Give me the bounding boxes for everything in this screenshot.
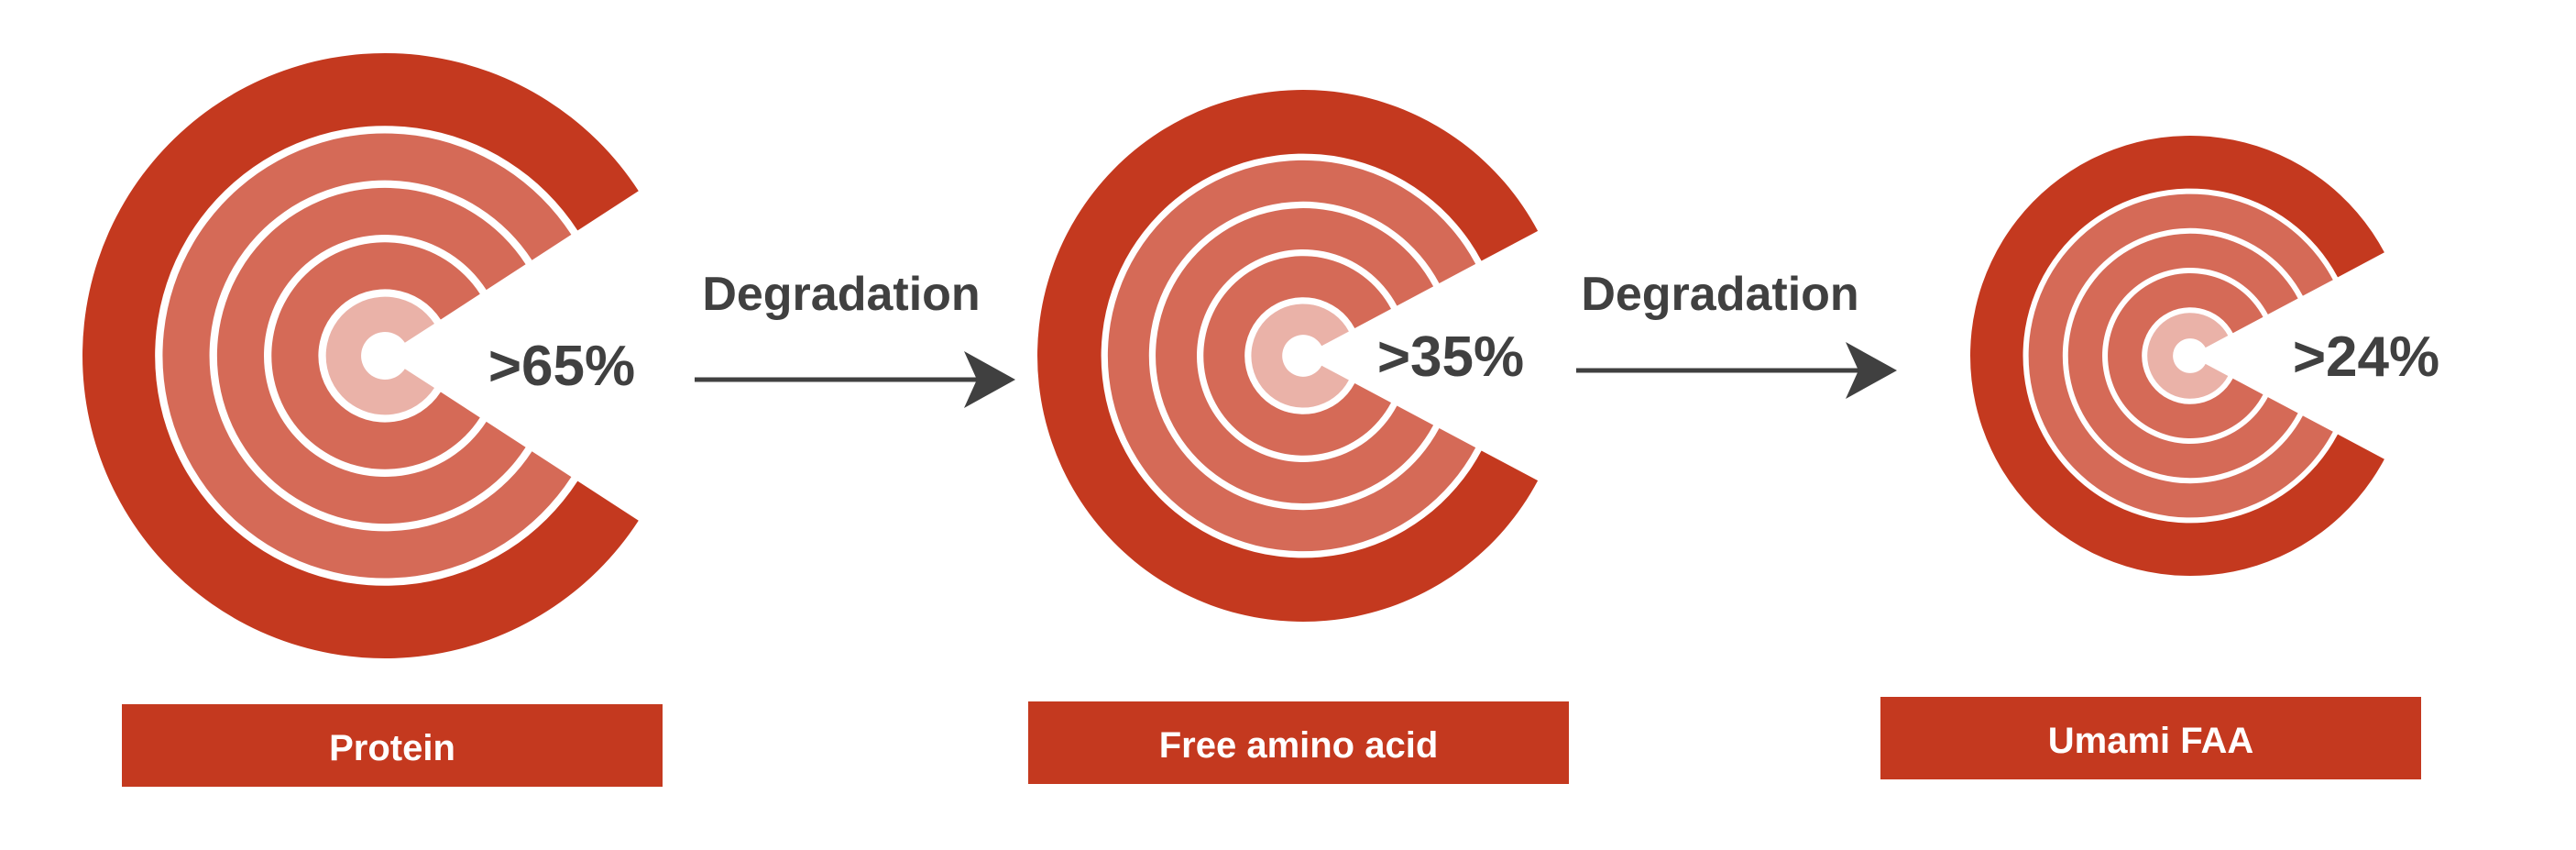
stage-free-amino-acid: >35% Free amino acid [1028, 90, 1569, 784]
inner-ring [325, 296, 434, 415]
middle-ring-2 [216, 187, 526, 524]
arrowhead-icon-2 [1846, 342, 1897, 399]
percent-umami-faa: >24% [2293, 326, 2439, 389]
inner-ring [2147, 313, 2229, 399]
degradation-label-2: Degradation [1581, 268, 1858, 321]
middle-ring-3 [271, 242, 480, 469]
middle-ring-3 [1203, 256, 1391, 456]
label-box-protein [122, 704, 663, 787]
percent-free-amino-acid: >35% [1377, 326, 1524, 389]
middle-ring-2 [1156, 208, 1434, 503]
arrowhead-icon-1 [964, 351, 1015, 408]
middle-ring-2 [2067, 233, 2298, 479]
label-box-umami-faa [1880, 697, 2421, 779]
inner-ring [1251, 304, 1349, 408]
stage-protein: >65% Protein [82, 53, 663, 787]
degradation-label-1: Degradation [702, 268, 980, 321]
middle-ring-3 [2108, 273, 2264, 438]
arrow-degradation-2: Degradation [1576, 268, 1897, 399]
ring-icon-umami-faa [1970, 136, 2384, 577]
ring-icon-free-amino-acid [1037, 90, 1539, 622]
percent-protein: >65% [488, 335, 635, 398]
label-umami-faa: Umami FAA [2048, 721, 2254, 761]
arrow-degradation-1: Degradation [695, 268, 1015, 408]
stage-umami-faa: >24% Umami FAA [1880, 136, 2439, 779]
label-protein: Protein [329, 728, 455, 768]
label-free-amino-acid: Free amino acid [1159, 725, 1439, 766]
ring-icon-protein [82, 53, 639, 659]
label-box-free-amino-acid [1028, 701, 1569, 784]
